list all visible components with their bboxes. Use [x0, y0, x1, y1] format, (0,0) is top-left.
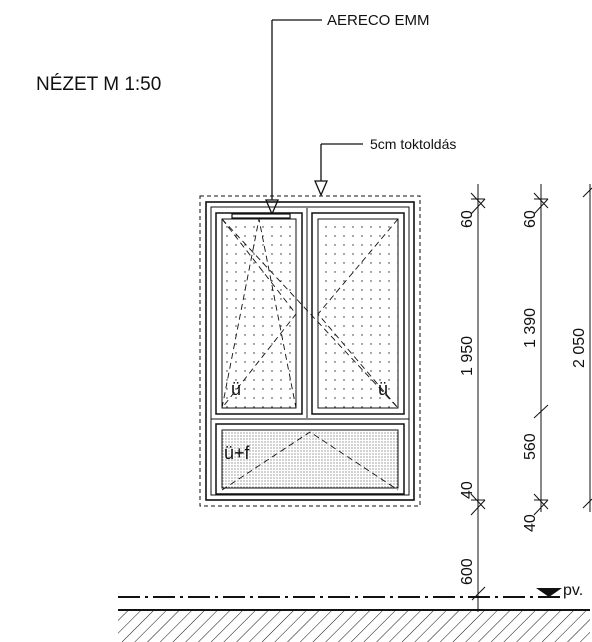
bottom-sash-label: ü+f [224, 443, 251, 463]
view-title: NÉZET M 1:50 [36, 74, 161, 95]
frame-extension-callout [314, 143, 363, 197]
dimension-chain-b [533, 184, 549, 516]
dim-a-main: 1 950 [459, 336, 476, 376]
left-glazing [221, 218, 297, 409]
level-mark-icon [536, 588, 562, 597]
vent-callout [265, 19, 322, 216]
dim-b-lower: 560 [522, 433, 539, 460]
dim-b-top: 60 [522, 210, 539, 228]
dim-sill-height: 600 [459, 558, 476, 585]
aereco-vent [231, 213, 291, 219]
dim-a-bottom: 40 [459, 481, 476, 499]
window-elevation [199, 195, 421, 507]
outer-frame [205, 201, 415, 501]
dimension-chain-a [470, 184, 486, 612]
frame-extension-label: 5cm toktoldás [370, 136, 456, 152]
right-sash-label: ü [378, 379, 388, 399]
level-mark-label: pv. [563, 582, 583, 599]
bottom-glazing [221, 429, 399, 489]
ground-hatch [118, 611, 590, 642]
dim-b-upper: 1 390 [522, 308, 539, 348]
dim-c-total: 2 050 [571, 328, 588, 368]
bottom-sash [215, 423, 405, 495]
left-sash-label: ü [231, 379, 241, 399]
left-sash [215, 212, 303, 415]
floor-level [118, 588, 590, 642]
right-sash [311, 212, 405, 415]
dimension-chain-c [582, 184, 592, 512]
frame-extension-outline [199, 195, 421, 507]
dim-a-top: 60 [459, 210, 476, 228]
right-glazing [317, 218, 399, 409]
vent-callout-label: AERECO EMM [327, 12, 430, 29]
dim-b-bottom: 40 [522, 514, 539, 532]
